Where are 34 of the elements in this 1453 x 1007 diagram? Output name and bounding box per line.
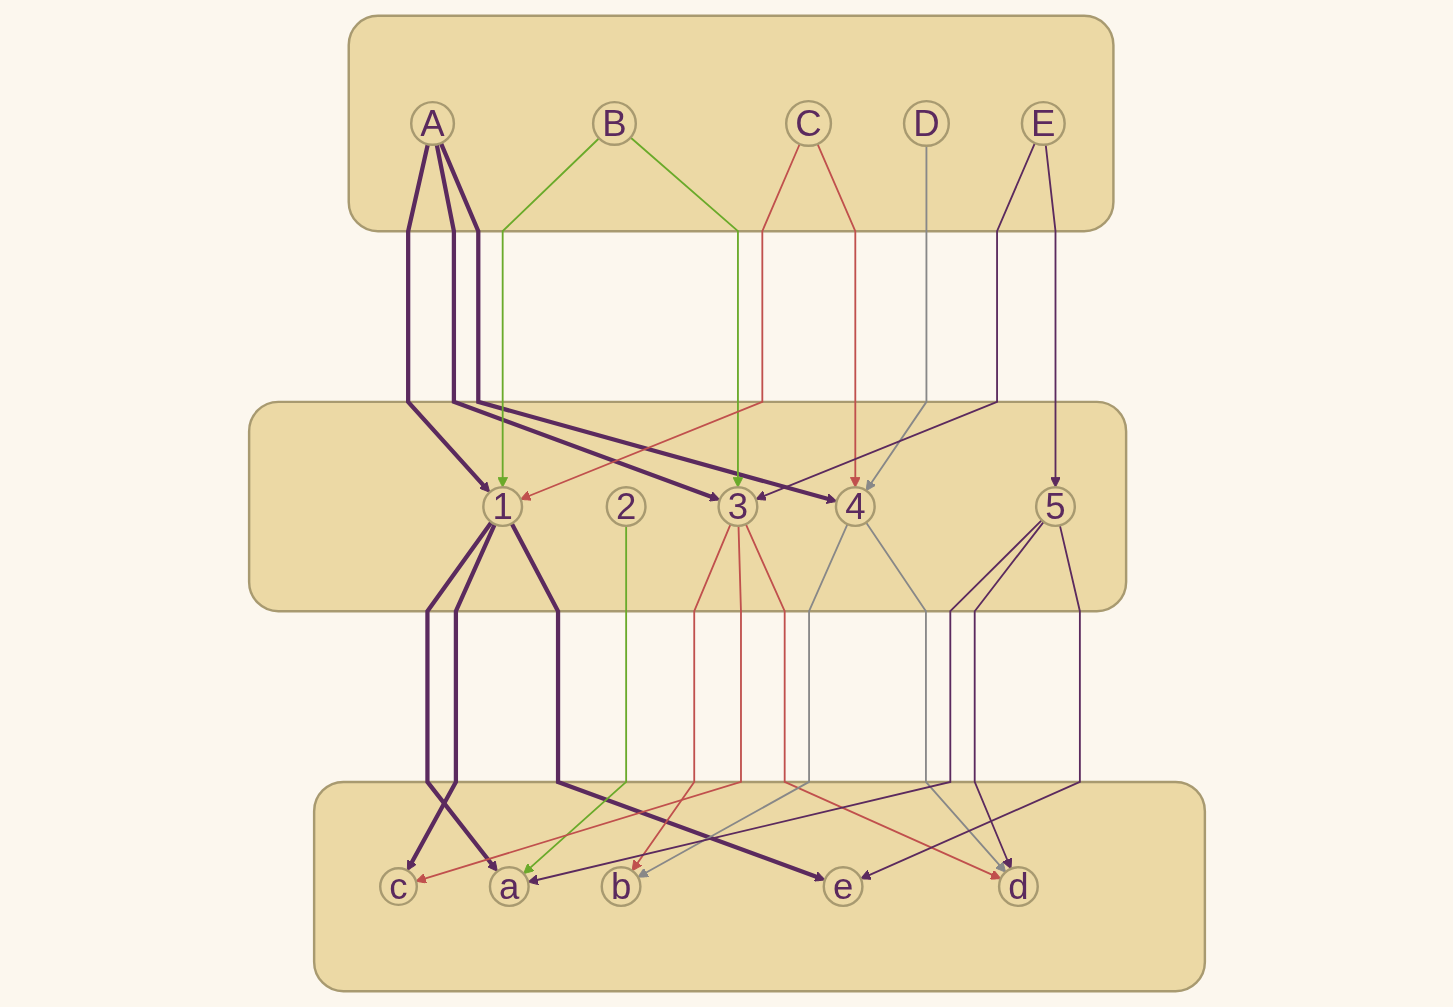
arrow: [859, 524, 1081, 880]
arrow: [744, 523, 1001, 880]
node-circle: c: [378, 867, 418, 907]
node-circle: 4: [834, 486, 876, 528]
arrow: [438, 142, 837, 504]
arrow: [519, 143, 801, 501]
node-circle: B: [591, 100, 637, 147]
arrow: [406, 523, 497, 872]
arrow: [629, 136, 743, 488]
arrow: [754, 142, 1036, 501]
node-circle: D: [902, 99, 950, 148]
arrow: [973, 520, 1045, 870]
cluster: [347, 14, 1115, 233]
node-circle: A: [409, 100, 455, 147]
cluster: [312, 780, 1206, 993]
arrow: [496, 137, 600, 488]
node-circle: d: [997, 866, 1039, 908]
arrow: [424, 521, 498, 872]
node-circle: e: [822, 866, 864, 908]
arrow: [816, 143, 861, 488]
node-circle: b: [600, 866, 642, 908]
arrow: [415, 524, 742, 884]
node-circle: 2: [605, 486, 647, 528]
node-circle: 3: [716, 486, 758, 528]
arrow: [864, 521, 1006, 873]
arrow: [434, 144, 720, 502]
node-circle: C: [784, 99, 832, 148]
node-circle: a: [488, 866, 530, 908]
node-circle: E: [1020, 100, 1066, 147]
cluster: [247, 400, 1127, 613]
node-circle: 1: [481, 486, 523, 528]
node-circle: 5: [1034, 486, 1076, 528]
arrow: [509, 522, 825, 882]
arrow: [527, 519, 1043, 886]
